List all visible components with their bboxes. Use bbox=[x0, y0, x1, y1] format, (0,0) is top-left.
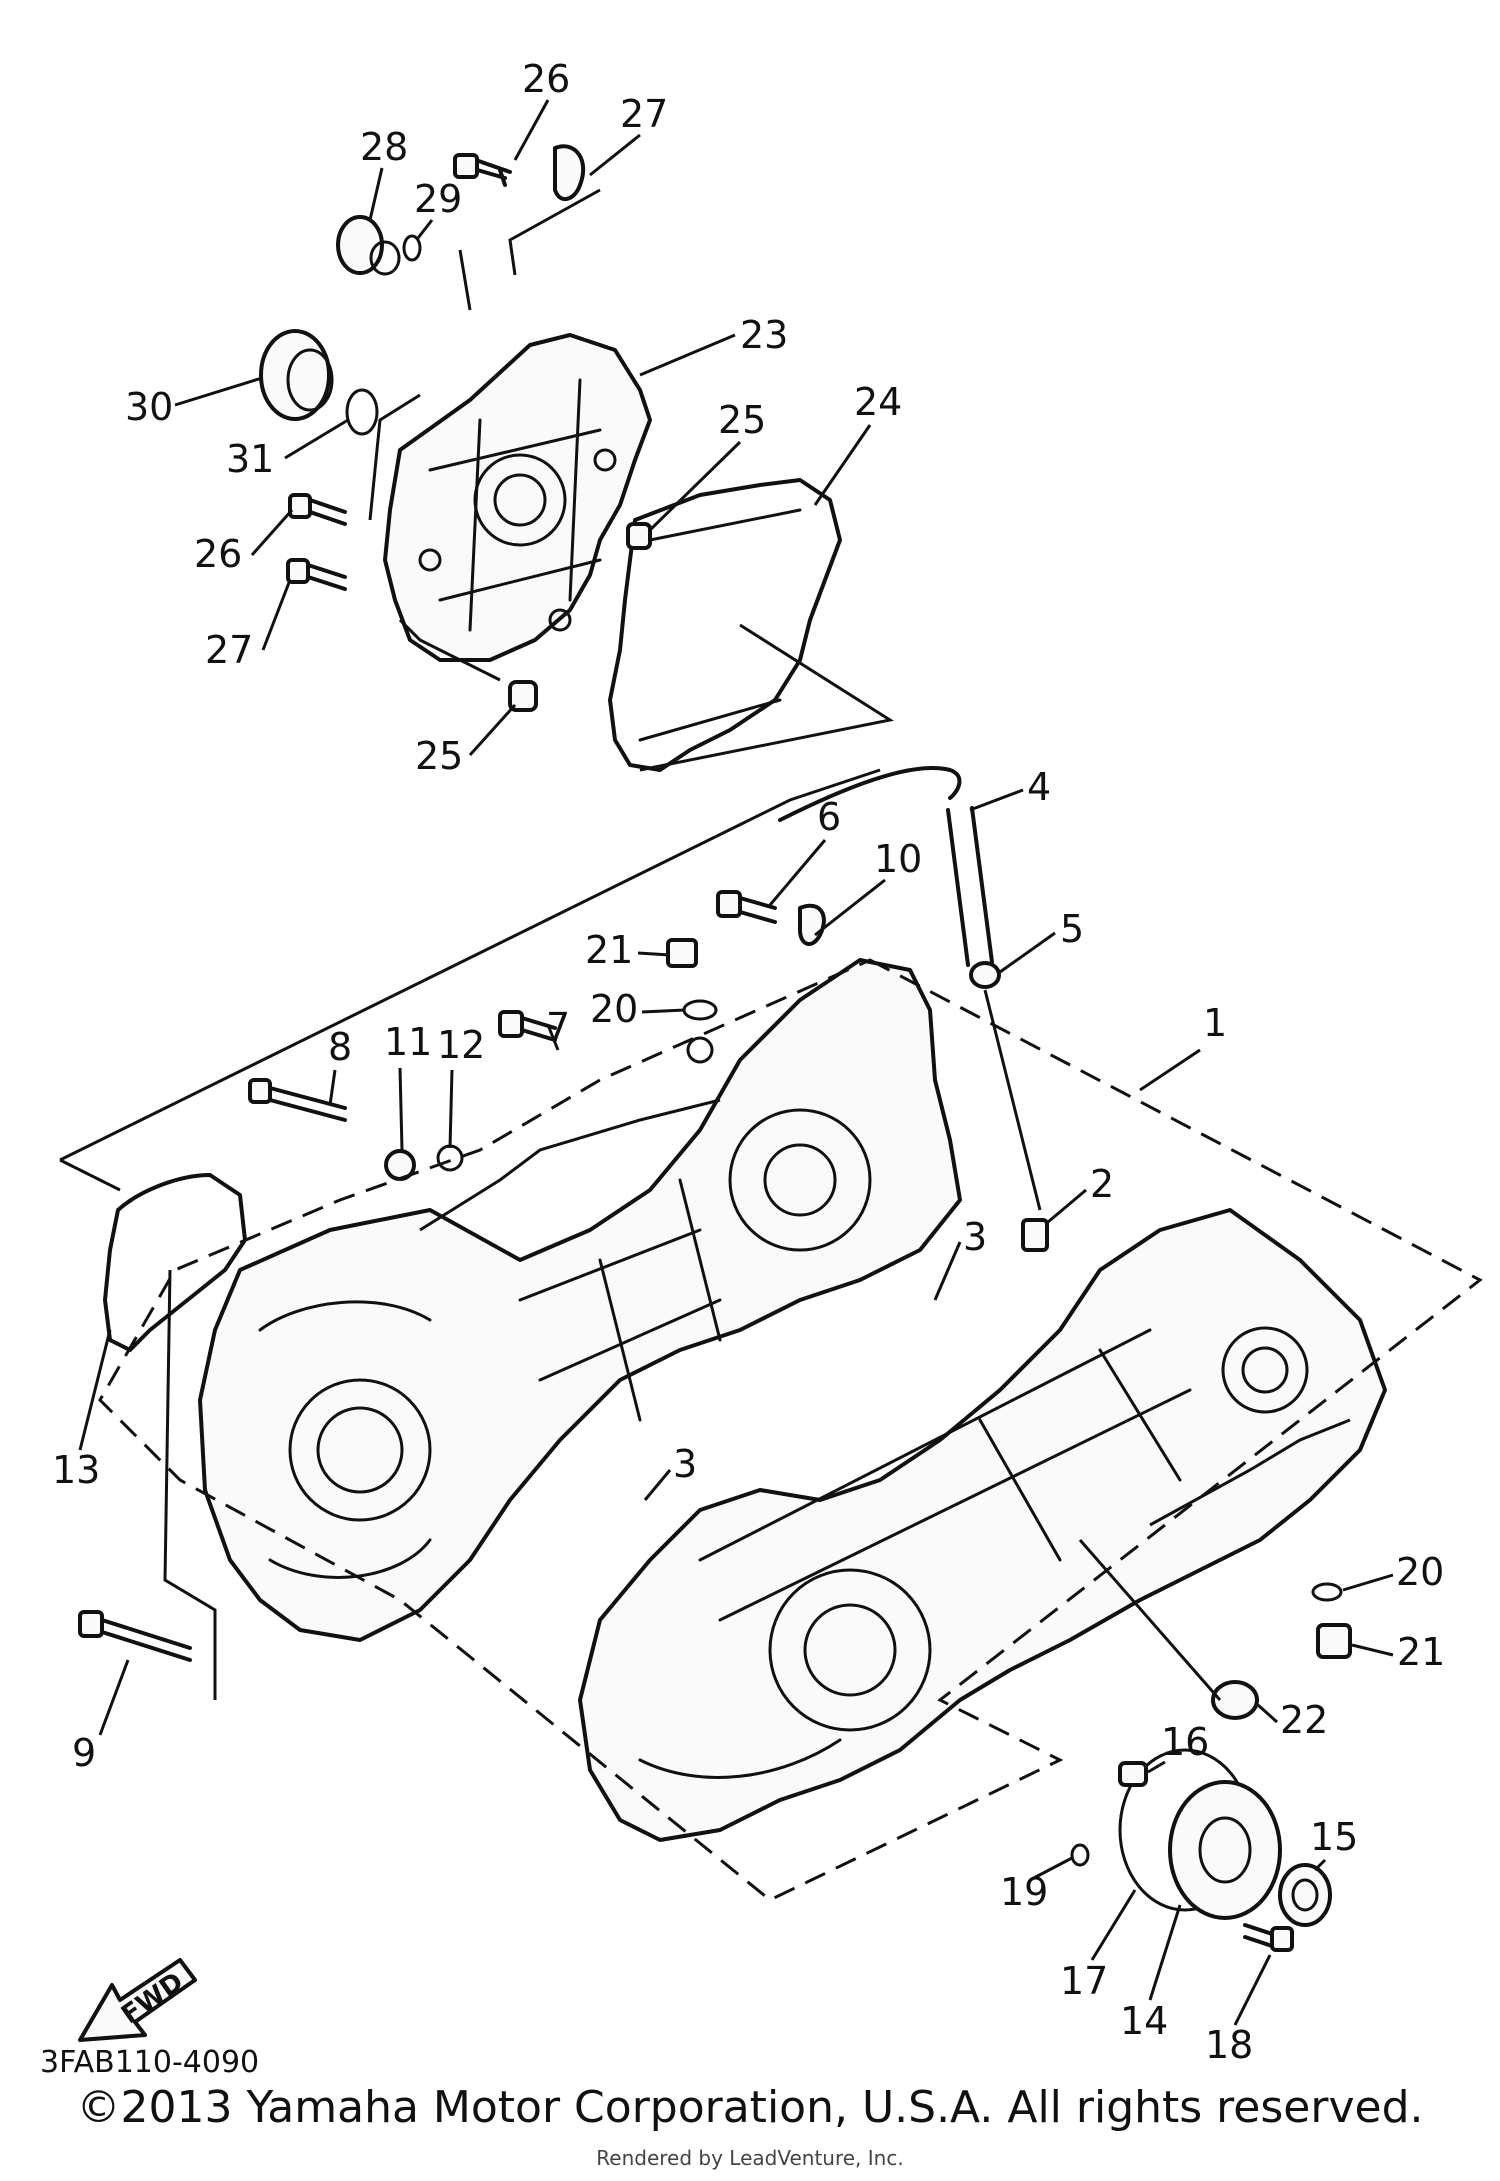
callout-3b: 3 bbox=[673, 1442, 697, 1486]
callout-15: 15 bbox=[1310, 1815, 1358, 1859]
callout-13: 13 bbox=[52, 1448, 100, 1492]
callout-5: 5 bbox=[1060, 907, 1084, 951]
callout-22: 22 bbox=[1280, 1698, 1328, 1742]
callout-16: 16 bbox=[1161, 1720, 1209, 1764]
callout-27: 27 bbox=[205, 628, 253, 672]
callout-24: 24 bbox=[854, 380, 902, 424]
callout-2: 2 bbox=[1090, 1162, 1114, 1206]
callout-25b: 25 bbox=[415, 734, 463, 778]
callout-4: 4 bbox=[1027, 765, 1051, 809]
callout-29: 28 bbox=[360, 125, 408, 169]
assembly-lines bbox=[59, 188, 1483, 1902]
callout-23: 23 bbox=[740, 313, 788, 357]
callout-30: 29 bbox=[414, 177, 462, 221]
callout-18: 18 bbox=[1205, 2023, 1253, 2067]
callout-10: 10 bbox=[874, 837, 922, 881]
seal-housing bbox=[1070, 1748, 1332, 1952]
callout-leaders bbox=[78, 99, 1394, 2026]
callout-21: 21 bbox=[585, 928, 633, 972]
callout-31: 30 bbox=[125, 385, 173, 429]
callout-25: 25 bbox=[718, 398, 766, 442]
callout-12: 12 bbox=[437, 1023, 485, 1067]
small-parts-top bbox=[259, 144, 652, 712]
callout-9: 9 bbox=[72, 1731, 96, 1775]
crankcase-left bbox=[198, 958, 962, 1642]
callout-32: 31 bbox=[226, 437, 274, 481]
crankcase-right bbox=[578, 1208, 1387, 1842]
callout-6: 6 bbox=[817, 795, 841, 839]
copyright-notice: ©2013 Yamaha Motor Corporation, U.S.A. A… bbox=[76, 2082, 1424, 2133]
diagram-code: 3FAB110-4090 bbox=[40, 2045, 259, 2080]
callout-11: 11 bbox=[384, 1020, 432, 1064]
callout-28: 27 bbox=[620, 92, 668, 136]
callout-17: 17 bbox=[1060, 1959, 1108, 2003]
rendered-by-credit: Rendered by LeadVenture, Inc. bbox=[596, 2146, 904, 2170]
callout-14: 14 bbox=[1120, 1999, 1168, 2043]
callout-3: 3 bbox=[963, 1215, 987, 1259]
breather-hose bbox=[778, 766, 1049, 1252]
callout-20b: 20 bbox=[1396, 1550, 1444, 1594]
callout-8: 8 bbox=[328, 1025, 352, 1069]
callouts: 26 27 28 29 23 24 25 30 31 26 27 25 4 6 … bbox=[52, 57, 1445, 2067]
crankcase-cover bbox=[383, 333, 652, 662]
callout-1: 1 bbox=[1203, 1001, 1227, 1045]
fwd-arrow-icon: FWD bbox=[78, 1958, 197, 2042]
cover-gasket bbox=[608, 478, 894, 772]
callout-21b: 21 bbox=[1397, 1630, 1445, 1674]
callout-19: 19 bbox=[1000, 1870, 1048, 1914]
callout-20: 20 bbox=[590, 987, 638, 1031]
callout-26b: 26 bbox=[194, 532, 242, 576]
callout-26: 26 bbox=[522, 57, 570, 101]
fasteners bbox=[78, 890, 1352, 1720]
